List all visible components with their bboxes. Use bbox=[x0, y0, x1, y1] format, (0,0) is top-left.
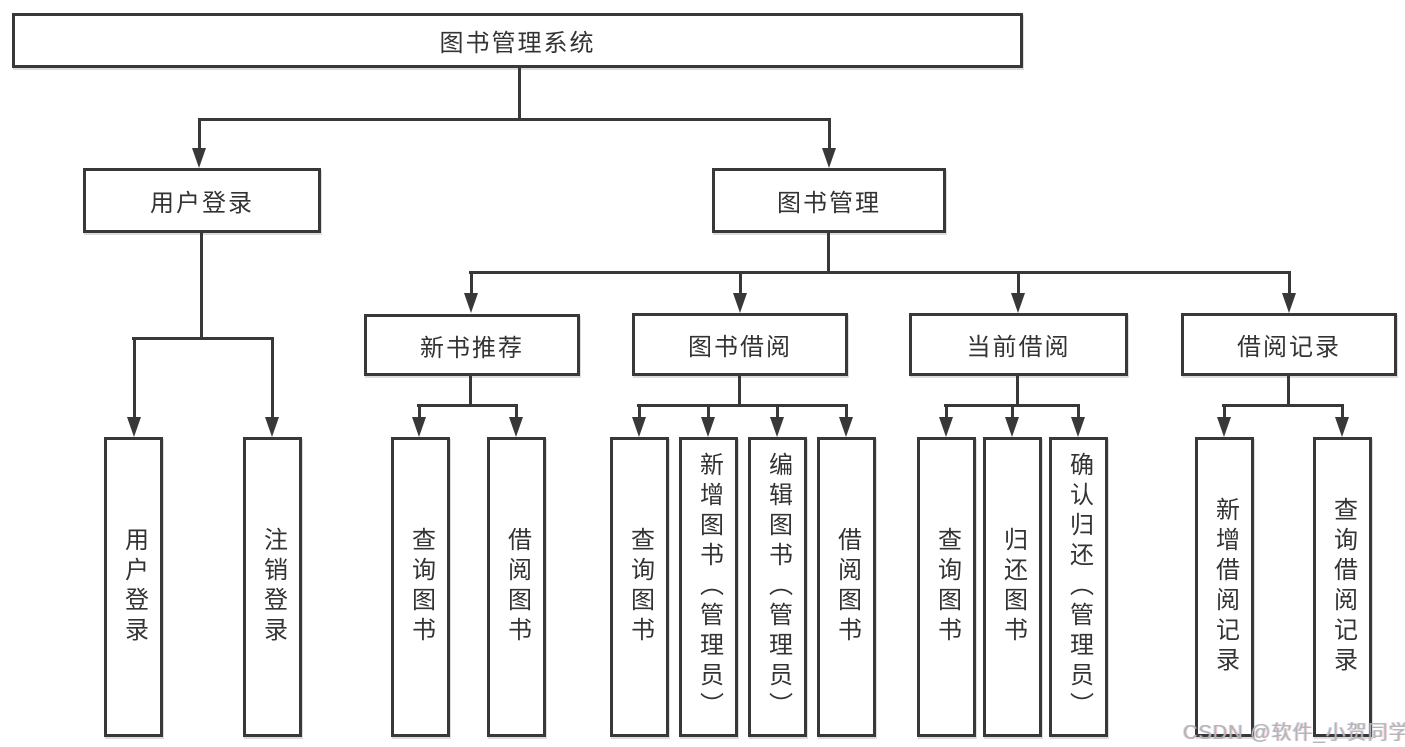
node-library-management-system: 图书管理系统 bbox=[12, 13, 1023, 68]
connector-recommend-split bbox=[417, 404, 518, 407]
connector-borrowing-drop bbox=[738, 374, 741, 407]
arrow-down-icon bbox=[127, 417, 141, 437]
leaf-query-book-recommend: 查询图书 bbox=[391, 437, 450, 737]
node-label: 当前借阅 bbox=[966, 334, 1071, 361]
node-label: 新书推荐 bbox=[420, 334, 524, 362]
arrow-down-icon bbox=[770, 417, 784, 437]
leaf-return-book: 归还图书 bbox=[983, 437, 1042, 737]
node-label: 查询图书 bbox=[933, 527, 961, 647]
connector-to-leaf bbox=[707, 404, 710, 421]
connector-to-leaf bbox=[515, 404, 518, 421]
connector-borrowing-split bbox=[637, 404, 848, 407]
node-label: 借阅记录 bbox=[1237, 334, 1341, 361]
leaf-query-borrow-record: 查询借阅记录 bbox=[1313, 437, 1372, 737]
connector-to-leaf bbox=[418, 404, 421, 421]
arrow-down-icon bbox=[822, 148, 836, 168]
node-label: 借阅图书 bbox=[833, 527, 861, 647]
arrow-down-icon bbox=[1282, 293, 1296, 313]
node-label: 编辑图书（管理员） bbox=[764, 452, 792, 722]
connector-to-leaf-login bbox=[133, 337, 136, 421]
arrow-down-icon bbox=[464, 293, 478, 313]
leaf-borrow-book-recommend: 借阅图书 bbox=[487, 437, 546, 737]
arrow-down-icon bbox=[192, 148, 206, 168]
arrow-down-icon bbox=[265, 417, 279, 437]
leaf-logout: 注销登录 bbox=[243, 437, 302, 737]
arrow-down-icon bbox=[1005, 417, 1019, 437]
connector-book-mgmt-split bbox=[469, 271, 1290, 274]
node-label: 新增图书（管理员） bbox=[695, 452, 723, 722]
connector-to-leaf bbox=[1341, 404, 1344, 421]
csdn-watermark: CSDN @软件_小贺同学 bbox=[1183, 722, 1405, 744]
connector-to-leaf bbox=[1011, 404, 1014, 421]
connector-to-book-borrowing bbox=[739, 271, 742, 297]
node-label: 确认归还（管理员） bbox=[1065, 452, 1093, 722]
connector-to-leaf bbox=[845, 404, 848, 421]
node-label: 图书借阅 bbox=[688, 334, 792, 361]
connector-to-current-borrowing bbox=[1017, 271, 1020, 297]
node-borrowing-records: 借阅记录 bbox=[1181, 313, 1397, 376]
arrow-down-icon bbox=[412, 417, 426, 437]
arrow-down-icon bbox=[1217, 417, 1231, 437]
arrow-down-icon bbox=[733, 293, 747, 313]
connector-to-leaf bbox=[1223, 404, 1226, 421]
arrow-down-icon bbox=[1071, 417, 1085, 437]
connector-to-leaf bbox=[945, 404, 948, 421]
connector-to-user-login bbox=[198, 118, 201, 152]
node-label: 注销登录 bbox=[259, 527, 287, 647]
node-label: 用户登录 bbox=[120, 527, 148, 647]
node-label: 图书管理 bbox=[777, 190, 881, 217]
connector-root-drop bbox=[518, 66, 521, 121]
node-user-login: 用户登录 bbox=[83, 168, 321, 233]
connector-book-mgmt-drop bbox=[827, 231, 830, 274]
arrow-down-icon bbox=[632, 417, 646, 437]
connector-current-drop bbox=[1016, 374, 1019, 407]
node-book-management: 图书管理 bbox=[712, 168, 946, 233]
arrow-down-icon bbox=[509, 417, 523, 437]
leaf-query-book-current: 查询图书 bbox=[917, 437, 976, 737]
connector-to-borrowing-records bbox=[1288, 271, 1291, 297]
connector-user-login-split bbox=[132, 337, 274, 340]
leaf-edit-book-admin: 编辑图书（管理员） bbox=[748, 437, 807, 737]
connector-to-leaf bbox=[1077, 404, 1080, 421]
connector-to-leaf-logout bbox=[271, 337, 274, 421]
connector-to-book-mgmt bbox=[828, 118, 831, 152]
leaf-user-login: 用户登录 bbox=[104, 437, 163, 737]
connector-to-leaf bbox=[776, 404, 779, 421]
leaf-confirm-return-admin: 确认归还（管理员） bbox=[1049, 437, 1108, 737]
connector-root-split bbox=[198, 118, 831, 121]
node-new-book-recommend: 新书推荐 bbox=[364, 314, 580, 376]
node-label: 借阅图书 bbox=[503, 527, 531, 647]
node-label: 查询图书 bbox=[407, 527, 435, 647]
connector-to-leaf bbox=[638, 404, 641, 421]
connector-records-drop bbox=[1287, 374, 1290, 407]
node-label: 归还图书 bbox=[999, 527, 1027, 647]
leaf-add-borrow-record: 新增借阅记录 bbox=[1195, 437, 1254, 737]
arrow-down-icon bbox=[1011, 293, 1025, 313]
arrow-down-icon bbox=[839, 417, 853, 437]
node-label: 查询图书 bbox=[626, 527, 654, 647]
leaf-query-book-borrowing: 查询图书 bbox=[610, 437, 669, 737]
node-label: 图书管理系统 bbox=[439, 30, 596, 57]
node-label: 新增借阅记录 bbox=[1211, 497, 1239, 677]
connector-to-new-book-recommend bbox=[470, 271, 473, 297]
leaf-add-book-admin: 新增图书（管理员） bbox=[679, 437, 738, 737]
arrow-down-icon bbox=[939, 417, 953, 437]
leaf-borrow-book-borrowing: 借阅图书 bbox=[817, 437, 876, 737]
connector-records-split bbox=[1222, 404, 1344, 407]
connector-recommend-drop bbox=[469, 374, 472, 407]
arrow-down-icon bbox=[701, 417, 715, 437]
connector-user-login-drop bbox=[200, 231, 203, 340]
node-book-borrowing: 图书借阅 bbox=[632, 313, 848, 376]
arrow-down-icon bbox=[1335, 417, 1349, 437]
node-current-borrowing: 当前借阅 bbox=[909, 313, 1128, 376]
node-label: 用户登录 bbox=[150, 190, 254, 217]
node-label: 查询借阅记录 bbox=[1329, 497, 1357, 677]
